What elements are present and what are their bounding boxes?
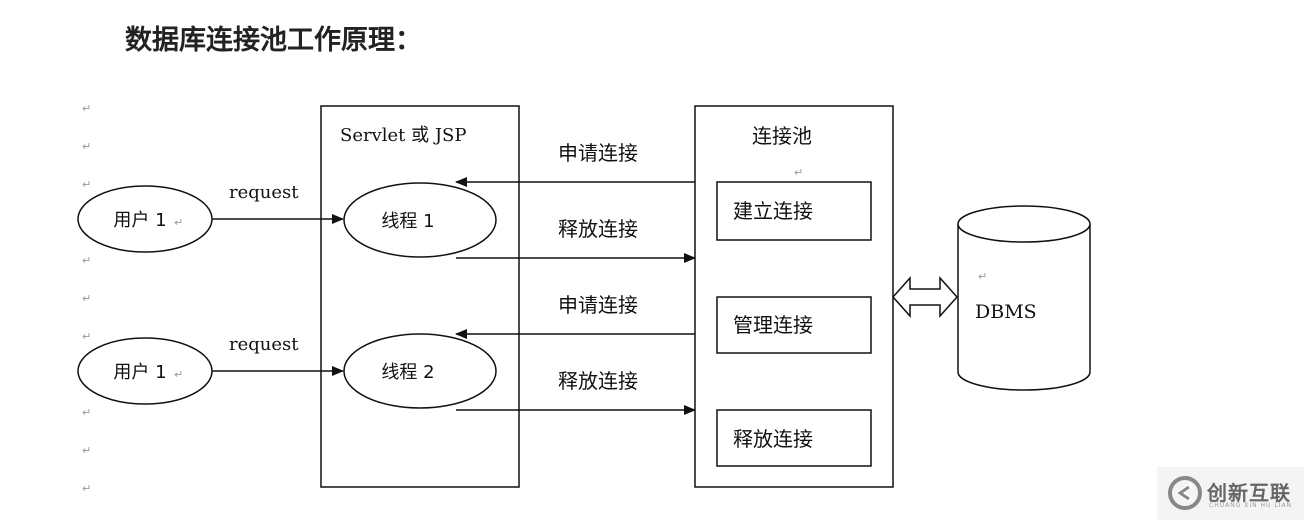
paragraph-mark: ↵ [82,178,91,191]
request-arrow-2: request [212,334,344,376]
request-label: request [229,182,299,203]
paragraph-mark: ↵ [82,406,91,419]
watermark-brand-text: 创新互联 [1207,481,1291,505]
page-title: 数据库连接池工作原理： [125,25,422,56]
pool-item-release: 释放连接 [716,409,872,467]
pool-title: 连接池 [752,124,812,148]
thread-label: 线程 1 [381,211,434,232]
watermark-logo: 创新互联 CHUANG XIN HU LIAN [1157,467,1304,520]
brand-logo-icon [1168,476,1202,510]
paragraph-mark: ↵ [82,140,91,153]
paragraph-mark: ↵ [978,270,987,283]
apply-label: 申请连接 [558,141,638,165]
release-arrow-2: 释放连接 [456,369,696,415]
release-label: 释放连接 [558,217,638,241]
apply-arrow-1: 申请连接 [455,141,695,187]
pool-item-label: 管理连接 [733,313,813,337]
release-label: 释放连接 [558,369,638,393]
paragraph-mark: ↵ [174,216,183,229]
thread-node-1: 线程 1 [343,182,497,258]
pool-item-label: 建立连接 [733,199,813,223]
user-node-1: 用户 1 ↵ [77,185,213,253]
user-label: 用户 1 [113,362,166,383]
pool-item-manage: 管理连接 [716,296,872,354]
paragraph-mark: ↵ [82,254,91,267]
paragraph-mark: ↵ [82,482,91,495]
dbms-label: DBMS [975,301,1037,323]
thread-label: 线程 2 [381,362,434,383]
user-label: 用户 1 [113,210,166,231]
paragraph-mark: ↵ [82,330,91,343]
apply-label: 申请连接 [558,293,638,317]
paragraph-mark: ↵ [174,368,183,381]
pool-item-label: 释放连接 [733,427,813,451]
watermark-sub-text: CHUANG XIN HU LIAN [1209,502,1293,509]
dbms-cylinder: ↵ DBMS [957,205,1091,391]
bidirectional-arrow-icon [891,276,959,318]
paragraph-mark: ↵ [82,444,91,457]
user-node-2: 用户 1 ↵ [77,337,213,405]
release-arrow-1: 释放连接 [456,217,696,263]
apply-arrow-2: 申请连接 [455,293,695,339]
servlet-box: Servlet 或 JSP [320,105,520,488]
paragraph-mark: ↵ [794,166,803,179]
request-label: request [229,334,299,355]
request-arrow-1: request [212,182,344,224]
margin-paragraph-marks: ↵ ↵ ↵ ↵ ↵ ↵ ↵ ↵ ↵ [82,102,91,495]
paragraph-mark: ↵ [82,102,91,115]
paragraph-mark: ↵ [82,292,91,305]
servlet-title: Servlet 或 JSP [340,125,467,146]
pool-item-create: 建立连接 [716,181,872,241]
thread-node-2: 线程 2 [343,333,497,409]
